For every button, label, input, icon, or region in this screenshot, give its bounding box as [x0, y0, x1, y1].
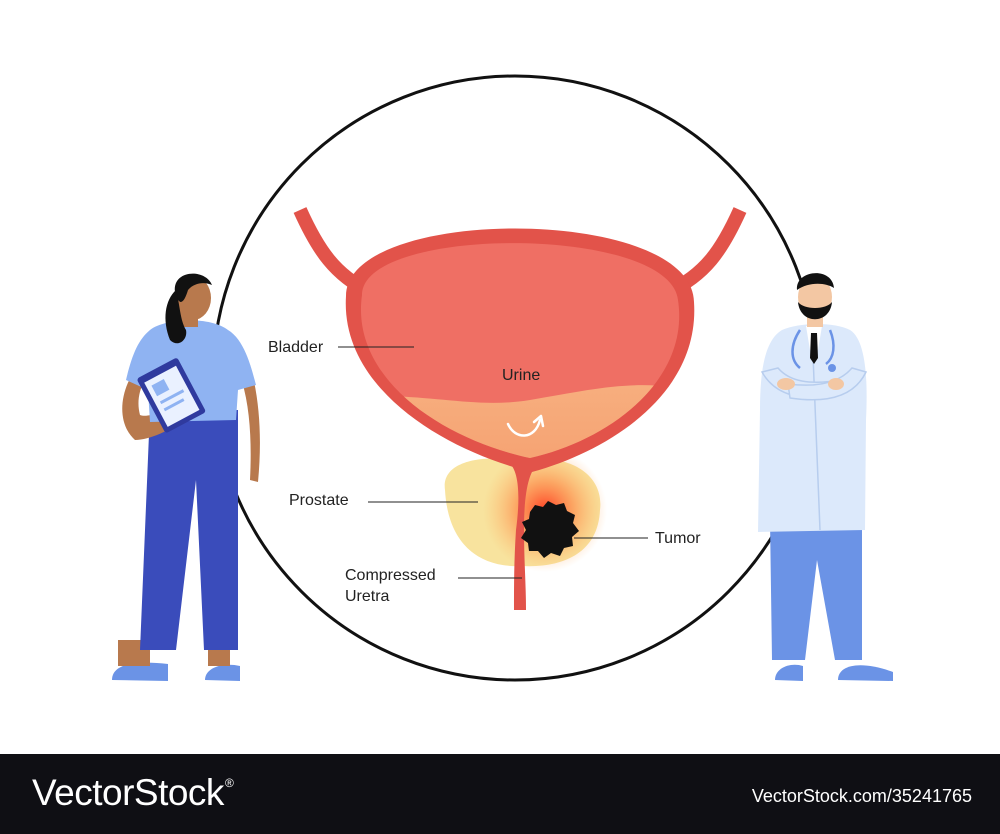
- footer-bar: VectorStock® VectorStock.com/35241765: [0, 754, 1000, 834]
- label-uretra: Uretra: [345, 588, 390, 605]
- label-bladder: Bladder: [268, 339, 324, 356]
- label-urine: Urine: [502, 367, 540, 384]
- brand-logo[interactable]: VectorStock®: [32, 772, 234, 814]
- arrow-head: [532, 414, 545, 428]
- arrow-curve-icon: [506, 418, 542, 437]
- image-credit: VectorStock.com/35241765: [751, 786, 972, 806]
- woman-patient-with-clipboard: [112, 273, 260, 681]
- diagram-canvas: Bladder Urine Prostate Tumor Compressed …: [112, 74, 893, 682]
- male-doctor-with-stethoscope: [758, 273, 893, 681]
- brand-name: VectorStock: [32, 772, 224, 813]
- label-prostate: Prostate: [289, 492, 349, 509]
- label-compressed: Compressed: [345, 567, 436, 584]
- tumor-mass: [521, 501, 579, 558]
- label-tumor: Tumor: [655, 530, 701, 547]
- brand-registered-mark: ®: [224, 776, 234, 790]
